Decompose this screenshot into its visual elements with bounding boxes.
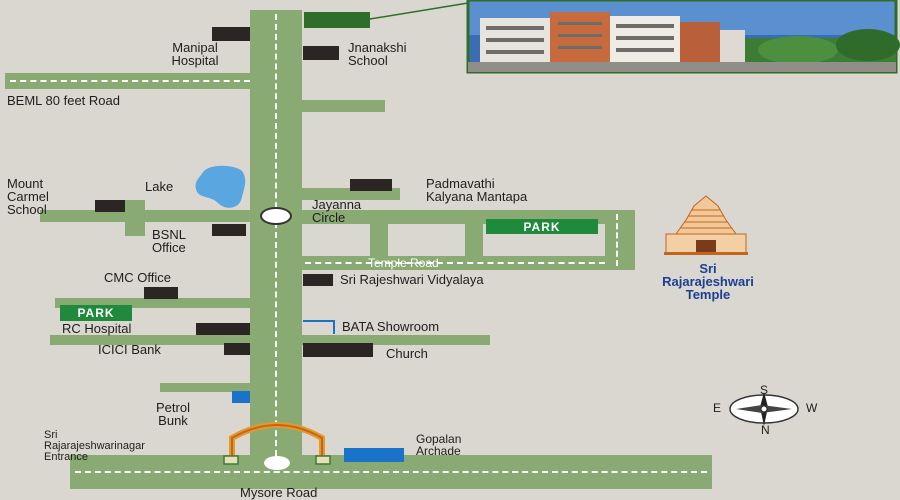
padmavathi-building	[350, 179, 392, 191]
label-cmc-office: CMC Office	[104, 270, 171, 285]
rc-hospital-building	[196, 323, 250, 335]
label-temple-road: Temple Road	[368, 256, 439, 270]
project-site-marker	[304, 12, 370, 28]
label-beml-80-feet-road: BEML 80 feet Road	[7, 93, 120, 108]
project-building-image	[466, 0, 900, 74]
label-bata-showroom: BATA Showroom	[342, 319, 440, 334]
road-mount-carmel-branch	[125, 200, 145, 236]
park-left: PARK	[60, 305, 132, 321]
compass-label-e: E	[713, 401, 722, 415]
compass-label-w: W	[806, 401, 818, 415]
label-rc-hospital: RC Hospital	[62, 321, 132, 336]
label-petrol-bunk: Petrol Bunk	[156, 400, 190, 428]
label-jnanakshi-school: Jnanakshi School	[348, 40, 407, 68]
label-sri-rajarajeshwari-temple: Sri Rajarajeshwari Temple	[662, 261, 754, 302]
entrance-arch	[223, 422, 331, 465]
park-top: PARK	[486, 219, 598, 234]
manipal-hospital-building	[212, 27, 250, 41]
mount-carmel-building	[95, 200, 125, 212]
icici-bank-building	[224, 343, 250, 355]
road-cmc-office	[55, 298, 250, 308]
label-mysore-road: Mysore Road	[240, 485, 318, 500]
temple-road-connector-1	[370, 210, 388, 270]
temple-road-connector-3	[605, 210, 635, 270]
label-gopalan-archade: Gopalan Archade	[416, 432, 462, 458]
temple-road-east-centerline	[616, 214, 618, 266]
mysore-road-junction-marker	[264, 456, 290, 470]
cmc-office-building	[144, 287, 178, 299]
gopalan-archade-building	[344, 448, 404, 462]
lake	[195, 165, 246, 208]
vidyalaya-building	[303, 274, 333, 286]
road-church	[300, 335, 490, 345]
church-building	[303, 343, 373, 357]
label-sri-rajeshwari-vidyalaya: Sri Rajeshwari Vidyalaya	[340, 272, 484, 287]
road-petrol-bunk	[160, 383, 252, 392]
jayanna-circle-marker	[260, 207, 292, 225]
beml-road-centerline	[10, 80, 250, 82]
compass-label-s: S	[760, 383, 769, 397]
label-icici-bank: ICICI Bank	[98, 342, 161, 357]
label-bsnl-office: BSNL Office	[152, 227, 186, 255]
petrol-bunk-marker	[232, 391, 250, 403]
compass-label-n: N	[761, 423, 770, 437]
mysore-road-centerline	[75, 471, 707, 473]
label-sri-rajarajeshwarinagar-entrance: Sri Rajarajeshwarinagar Entrance	[44, 429, 145, 463]
road-jnanakshi	[300, 100, 385, 112]
label-jayanna-circle: Jayanna Circle	[312, 197, 362, 225]
bsnl-office-building	[212, 224, 246, 236]
label-padmavathi-kalyana-mantapa: Padmavathi Kalyana Mantapa	[426, 176, 528, 204]
temple-road-connector-2	[465, 210, 483, 270]
bata-showroom-marker	[303, 320, 335, 334]
label-manipal-hospital: Manipal Hospital	[171, 40, 219, 68]
label-mount-carmel-school: Mount Carmel School	[7, 176, 49, 217]
compass-icon	[729, 392, 799, 426]
jnanakshi-school-building	[303, 46, 339, 60]
main-road-centerline	[275, 14, 277, 466]
road-rc-hospital	[50, 335, 250, 345]
temple-icon	[664, 195, 748, 255]
road-mount-carmel	[40, 210, 252, 222]
road-padmavathi	[300, 188, 400, 200]
label-lake: Lake	[145, 179, 174, 194]
label-church: Church	[386, 346, 428, 361]
temple-road-centerline	[305, 262, 605, 264]
